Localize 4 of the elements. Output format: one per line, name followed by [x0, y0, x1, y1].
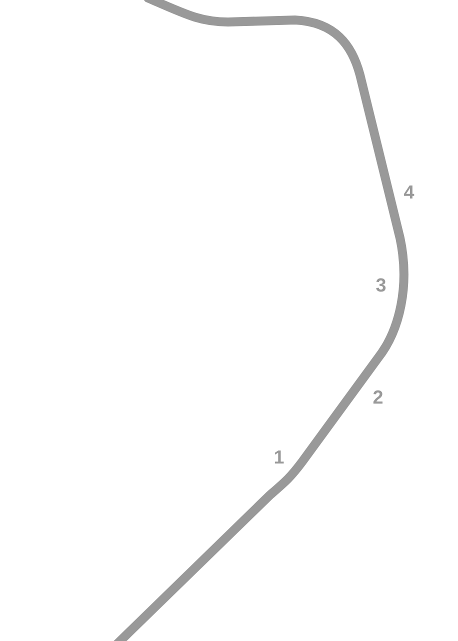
callout-number: 4 [404, 186, 414, 198]
callout-number: 3 [376, 278, 386, 292]
callout-number: 1 [274, 450, 284, 464]
callout-number: 2 [373, 390, 382, 404]
